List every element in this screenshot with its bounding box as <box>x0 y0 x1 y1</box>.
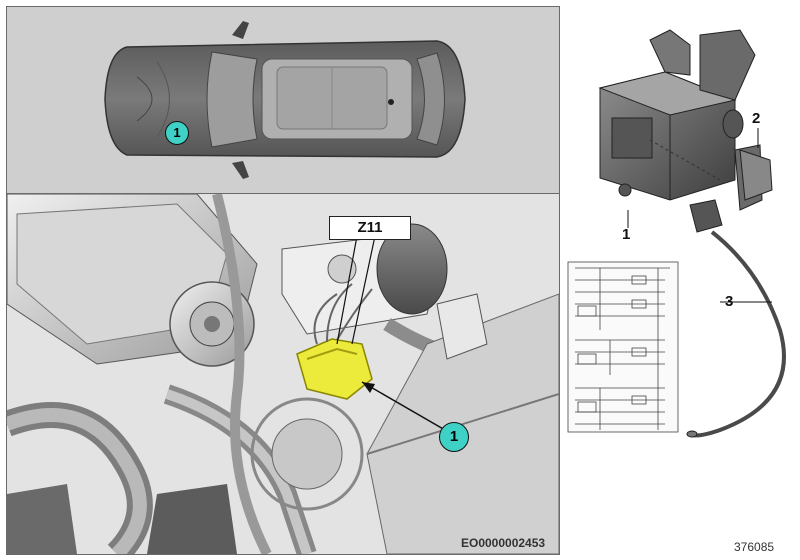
part-number-3: 3 <box>725 293 734 310</box>
connector-label-z11: Z11 <box>329 216 411 240</box>
part-3-cable <box>686 199 786 438</box>
top-view-panel: 1 <box>6 6 560 194</box>
image-code: EO0000002453 <box>461 536 546 550</box>
part-number-1: 1 <box>622 226 631 243</box>
diagram-number: 376085 <box>734 540 775 554</box>
wiring-schematic <box>567 261 679 433</box>
engine-bay-illustration <box>7 194 559 554</box>
engine-bay-panel: Z11 1 EO0000002453 <box>6 193 560 555</box>
car-top-view-illustration <box>104 21 466 179</box>
top-view-callout-1: 1 <box>165 121 189 145</box>
part-2-cover <box>734 144 773 211</box>
engine-view-callout-1: 1 <box>439 422 469 452</box>
part-1-module <box>598 29 756 201</box>
part-number-2: 2 <box>752 110 761 127</box>
